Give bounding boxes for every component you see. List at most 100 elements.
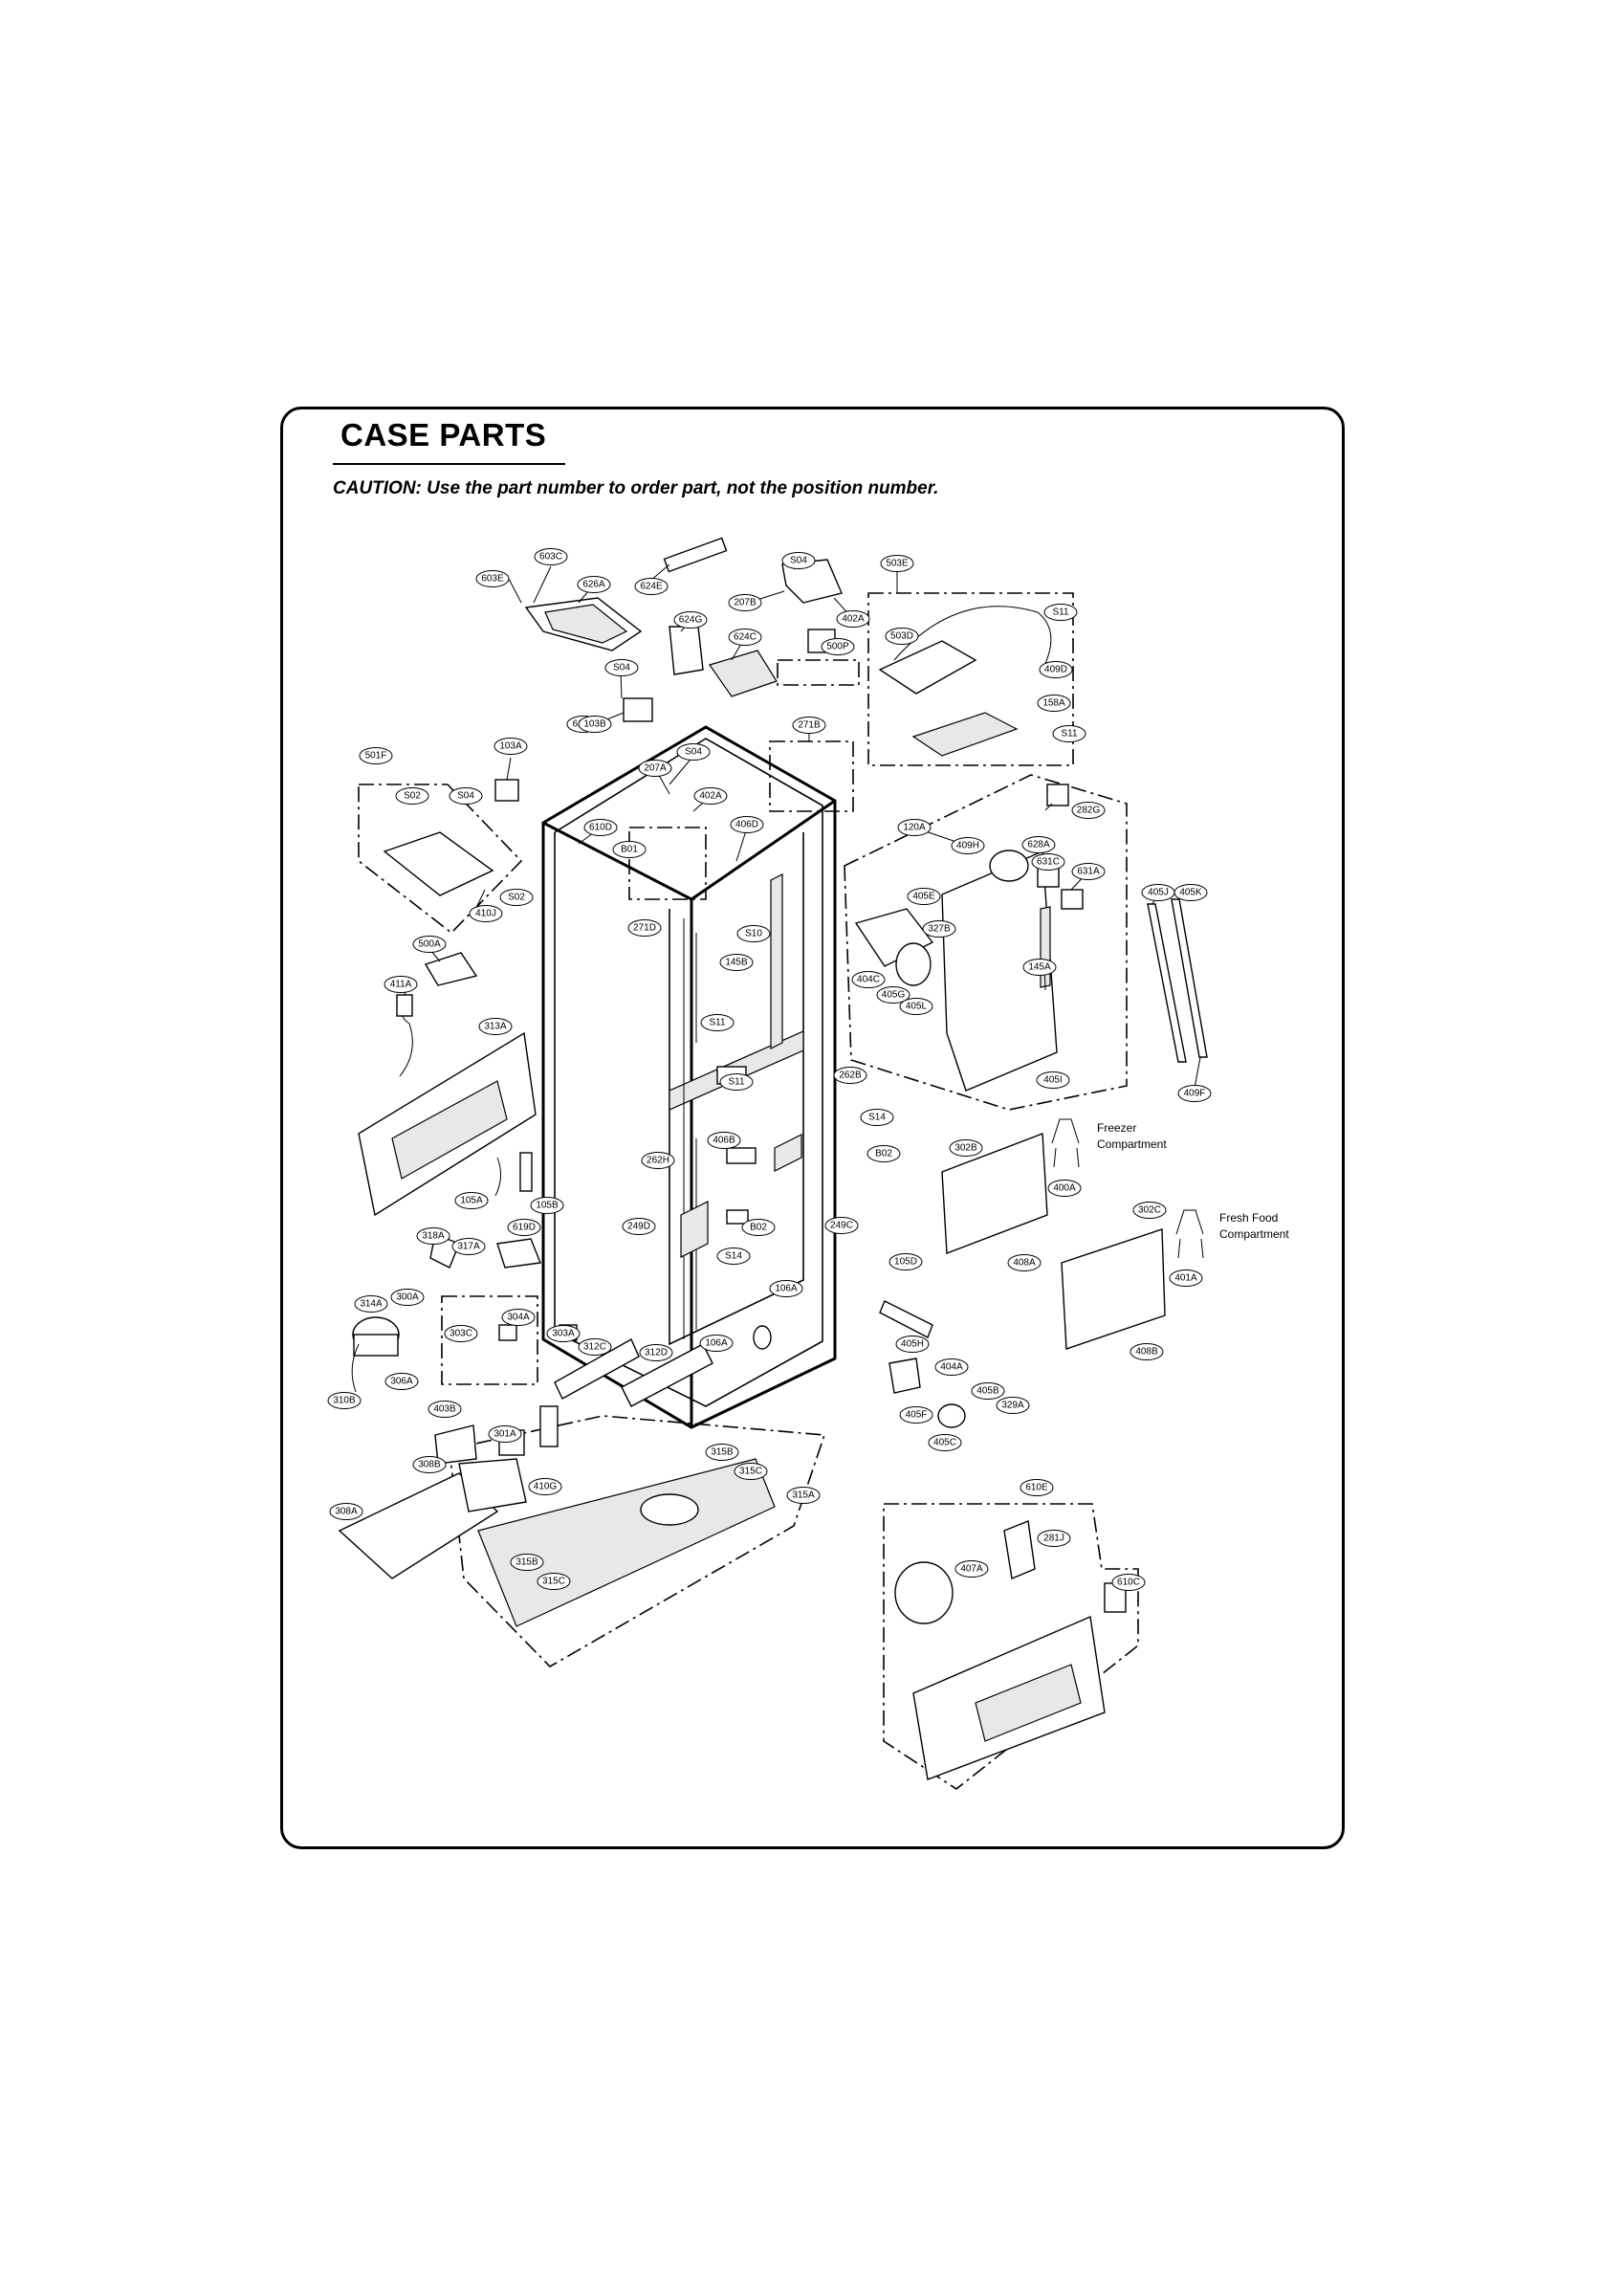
callout-label: 631A	[1077, 867, 1100, 877]
callout-label: 249C	[830, 1221, 853, 1231]
callout-oval	[622, 1218, 656, 1235]
callout-label: 103B	[583, 719, 606, 730]
callout-label: 400A	[1053, 1183, 1076, 1194]
callout-oval	[354, 1295, 388, 1313]
callout-88: 404A	[934, 1358, 969, 1376]
caution-note: CAUTION: Use the part number to order pa…	[333, 478, 939, 498]
callout-oval	[866, 1145, 901, 1162]
callout-oval	[1007, 1254, 1042, 1271]
callout-label: 409D	[1044, 665, 1067, 675]
callout-25: 207A	[638, 760, 672, 777]
callout-68: 249D	[622, 1218, 656, 1235]
callout-40: 410J	[469, 905, 503, 922]
callout-55: 409F	[1177, 1085, 1212, 1102]
fresh-food-caption-line2: Compartment	[1219, 1227, 1289, 1241]
callout-oval	[1031, 853, 1065, 871]
callout-79: 304A	[501, 1309, 536, 1326]
callout-oval	[1169, 1269, 1203, 1287]
callout-label: 281J	[1043, 1534, 1064, 1544]
callout-label: 120A	[903, 823, 926, 833]
callout-oval	[641, 1152, 675, 1169]
callout-oval	[928, 1434, 962, 1451]
callout-oval	[741, 1219, 776, 1236]
assembly-boundaries	[358, 592, 1139, 1790]
callout-84: 106A	[699, 1335, 734, 1352]
callout-label: 405F	[906, 1410, 928, 1421]
callout-label: 315B	[515, 1557, 538, 1568]
callout-63: 105A	[454, 1192, 489, 1209]
freezer-caption-line1: Freezer	[1097, 1121, 1136, 1135]
callout-oval	[880, 555, 914, 572]
callout-61: 302B	[949, 1139, 983, 1157]
callout-22: S04	[449, 787, 483, 805]
callout-39: S02	[499, 889, 534, 906]
callout-oval	[888, 1253, 923, 1270]
callout-24: S02	[395, 787, 429, 805]
callout-label: 405E	[912, 892, 935, 902]
callout-label: S11	[709, 1018, 725, 1028]
callout-71: S14	[716, 1247, 751, 1265]
callout-58: B02	[866, 1145, 901, 1162]
callout-label: 329A	[1001, 1401, 1024, 1411]
callout-label: 405J	[1148, 888, 1169, 898]
callout-label: 312D	[645, 1348, 668, 1358]
callout-80: 303C	[444, 1325, 478, 1342]
callout-label: 503D	[890, 631, 913, 642]
callout-49: 145A	[1022, 959, 1057, 976]
callout-label: S02	[508, 893, 525, 903]
callout-21: 103A	[493, 738, 528, 755]
callout-oval	[604, 659, 639, 676]
callout-label: 626A	[582, 580, 605, 590]
callout-37: 405K	[1173, 884, 1208, 901]
callout-36: 405J	[1141, 884, 1175, 901]
callout-label: 158A	[1042, 698, 1065, 709]
callout-77: 314A	[354, 1295, 388, 1313]
callout-6: 402A	[836, 610, 870, 628]
callout-45: 145B	[719, 954, 754, 971]
callout-3: 624E	[634, 578, 669, 595]
freezer-caption-line2: Compartment	[1097, 1137, 1167, 1151]
callout-62: 400A	[1047, 1180, 1082, 1197]
callout-oval	[1022, 959, 1057, 976]
callout-label: 410J	[475, 909, 496, 919]
callout-oval	[971, 1382, 1005, 1400]
left-parts	[338, 831, 776, 1627]
callout-54: 405I	[1036, 1071, 1070, 1089]
callout-oval	[501, 1309, 536, 1326]
callout-label: 405K	[1179, 888, 1202, 898]
callout-label: 404C	[857, 975, 880, 985]
callout-label: 249D	[627, 1222, 650, 1232]
callout-86: 310B	[327, 1392, 362, 1409]
callout-label: 207B	[734, 598, 757, 608]
callout-50: 411A	[384, 976, 418, 993]
callout-label: S14	[868, 1113, 886, 1123]
callout-label: 408A	[1013, 1258, 1036, 1269]
callout-oval	[634, 578, 669, 595]
callout-label: 407A	[960, 1564, 983, 1575]
callout-label: 317A	[457, 1242, 480, 1252]
callout-oval	[1037, 695, 1071, 712]
callout-35: 631A	[1071, 863, 1106, 880]
callout-label: 308A	[335, 1507, 358, 1517]
callout-59: 406B	[707, 1132, 741, 1149]
callout-97: 410G	[528, 1478, 562, 1495]
fresh-food-caption-line1: Fresh Food	[1219, 1211, 1278, 1225]
callout-label: 409F	[1184, 1089, 1206, 1099]
callout-26: 402A	[693, 787, 728, 805]
compartment-captions: Freezer Compartment Fresh Food Compartme…	[1097, 1121, 1289, 1241]
callout-oval	[451, 1238, 486, 1255]
callout-label: 304A	[507, 1313, 530, 1323]
callout-28: 610D	[583, 819, 618, 836]
callout-82: 312C	[578, 1338, 612, 1356]
callout-10: 624G	[673, 611, 708, 629]
callout-9: S11	[1043, 604, 1078, 621]
callout-42: 405E	[907, 888, 941, 905]
callout-label: 405C	[933, 1438, 956, 1448]
callout-label: 500P	[826, 642, 849, 652]
callout-64: 105B	[530, 1197, 564, 1214]
callout-label: 404A	[940, 1362, 963, 1373]
callout-89: 405B	[971, 1382, 1005, 1400]
callout-oval	[329, 1503, 363, 1520]
callout-oval	[734, 1463, 768, 1480]
callout-oval	[728, 594, 762, 611]
